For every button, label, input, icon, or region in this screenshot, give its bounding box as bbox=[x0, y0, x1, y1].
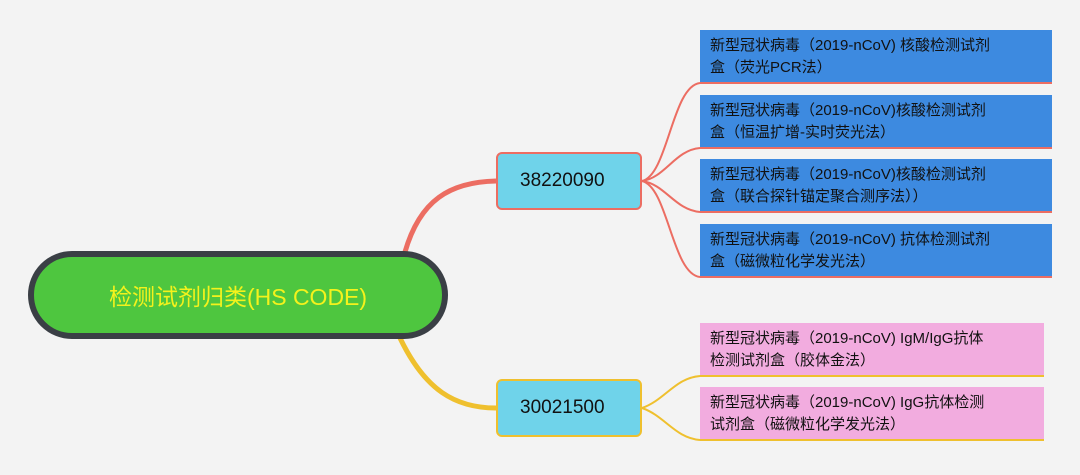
leaf-line-2: 检测试剂盒（胶体金法） bbox=[710, 352, 876, 369]
leaf-node-sequencing[interactable]: 新型冠状病毒（2019-nCoV)核酸检测试剂 盒（联合探针锚定聚合测序法）） bbox=[700, 159, 1052, 213]
connector-code-1-to-leaf-4 bbox=[641, 180, 701, 278]
leaf-line-2: 盒（恒温扩增-实时荧光法） bbox=[710, 124, 895, 141]
root-node[interactable]: 检测试剂归类(HS CODE) bbox=[28, 251, 448, 339]
connector-code-1-to-leaf-3 bbox=[641, 180, 701, 213]
leaf-line-2: 盒（荧光PCR法） bbox=[710, 59, 832, 76]
leaf-line-1: 新型冠状病毒（2019-nCoV) 核酸检测试剂 bbox=[710, 37, 991, 54]
leaf-node-isothermal[interactable]: 新型冠状病毒（2019-nCoV)核酸检测试剂 盒（恒温扩增-实时荧光法） bbox=[700, 95, 1052, 149]
leaf-node-colloidal-gold[interactable]: 新型冠状病毒（2019-nCoV) IgM/IgG抗体 检测试剂盒（胶体金法） bbox=[700, 323, 1044, 377]
leaf-line-1: 新型冠状病毒（2019-nCoV)核酸检测试剂 bbox=[710, 102, 986, 119]
connector-root-to-code-1 bbox=[402, 178, 497, 253]
leaf-line-1: 新型冠状病毒（2019-nCoV)核酸检测试剂 bbox=[710, 166, 986, 183]
leaf-line-2: 试剂盒（磁微粒化学发光法） bbox=[710, 416, 906, 433]
leaf-line-1: 新型冠状病毒（2019-nCoV) IgM/IgG抗体 bbox=[710, 330, 984, 347]
leaf-node-igg-chemiluminescence[interactable]: 新型冠状病毒（2019-nCoV) IgG抗体检测 试剂盒（磁微粒化学发光法） bbox=[700, 387, 1044, 441]
leaf-line-2: 盒（联合探针锚定聚合测序法）） bbox=[710, 188, 928, 205]
leaf-line-2: 盒（磁微粒化学发光法） bbox=[710, 253, 876, 270]
root-label: 检测试剂归类(HS CODE) bbox=[108, 284, 368, 310]
leaf-line-1: 新型冠状病毒（2019-nCoV) 抗体检测试剂 bbox=[710, 231, 991, 248]
leaf-node-pcr[interactable]: 新型冠状病毒（2019-nCoV) 核酸检测试剂 盒（荧光PCR法） bbox=[700, 30, 1052, 84]
code-label: 38220090 bbox=[520, 170, 605, 191]
connector-code-2-to-leaf-1 bbox=[641, 375, 701, 409]
code-label: 30021500 bbox=[520, 397, 605, 418]
connector-code-1-to-leaf-1 bbox=[641, 82, 701, 182]
code-node-30021500[interactable]: 30021500 bbox=[496, 379, 642, 437]
connector-root-to-code-2 bbox=[397, 336, 497, 411]
connector-code-2-to-leaf-2 bbox=[641, 407, 701, 441]
connector-code-1-to-leaf-2 bbox=[641, 147, 701, 182]
code-node-38220090[interactable]: 38220090 bbox=[496, 152, 642, 210]
leaf-node-antibody-chemiluminescence[interactable]: 新型冠状病毒（2019-nCoV) 抗体检测试剂 盒（磁微粒化学发光法） bbox=[700, 224, 1052, 278]
leaf-line-1: 新型冠状病毒（2019-nCoV) IgG抗体检测 bbox=[710, 394, 985, 411]
